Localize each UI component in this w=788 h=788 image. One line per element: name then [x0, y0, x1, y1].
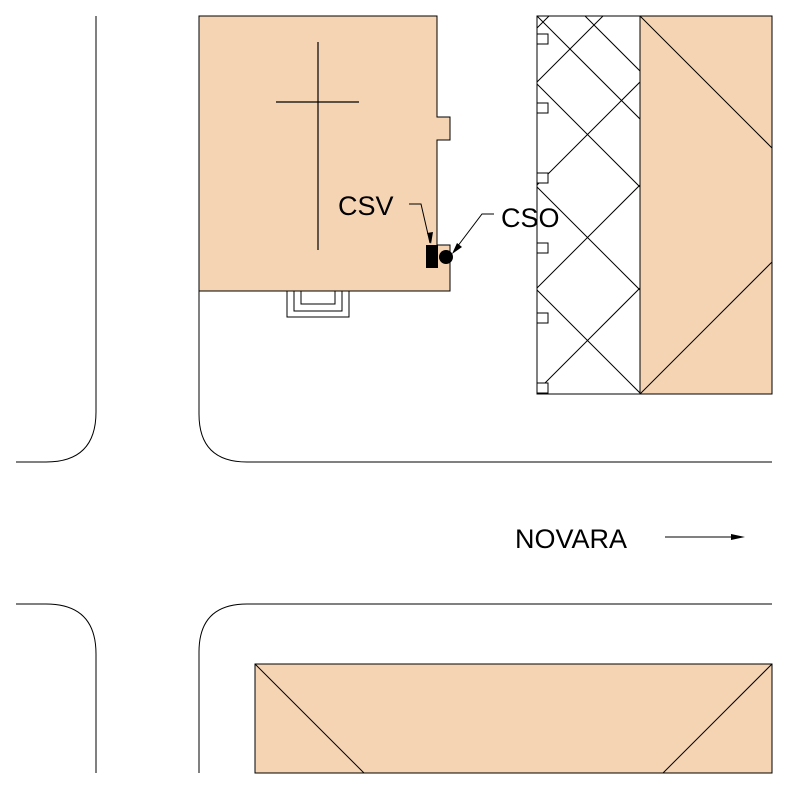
right-building: [639, 15, 773, 395]
bottom-building: [254, 663, 773, 774]
csv-leader-line: [409, 203, 431, 244]
csv-label: CSV: [338, 191, 394, 221]
church-building: [198, 15, 451, 292]
entrance-steps: [286, 291, 350, 318]
cso-leader-line: [453, 213, 494, 252]
cso-arrowhead: [452, 243, 462, 254]
street-curbs: [16, 16, 772, 773]
arrow-right-icon: [731, 534, 745, 540]
cso-marker: [439, 250, 453, 264]
church-cross-symbol: [276, 42, 359, 250]
csv-marker: [426, 245, 438, 268]
cso-label: CSO: [501, 203, 560, 233]
csv-arrowhead: [427, 232, 433, 244]
colonnade-posts: [536, 33, 549, 394]
direction-label: NOVARA: [515, 524, 627, 554]
